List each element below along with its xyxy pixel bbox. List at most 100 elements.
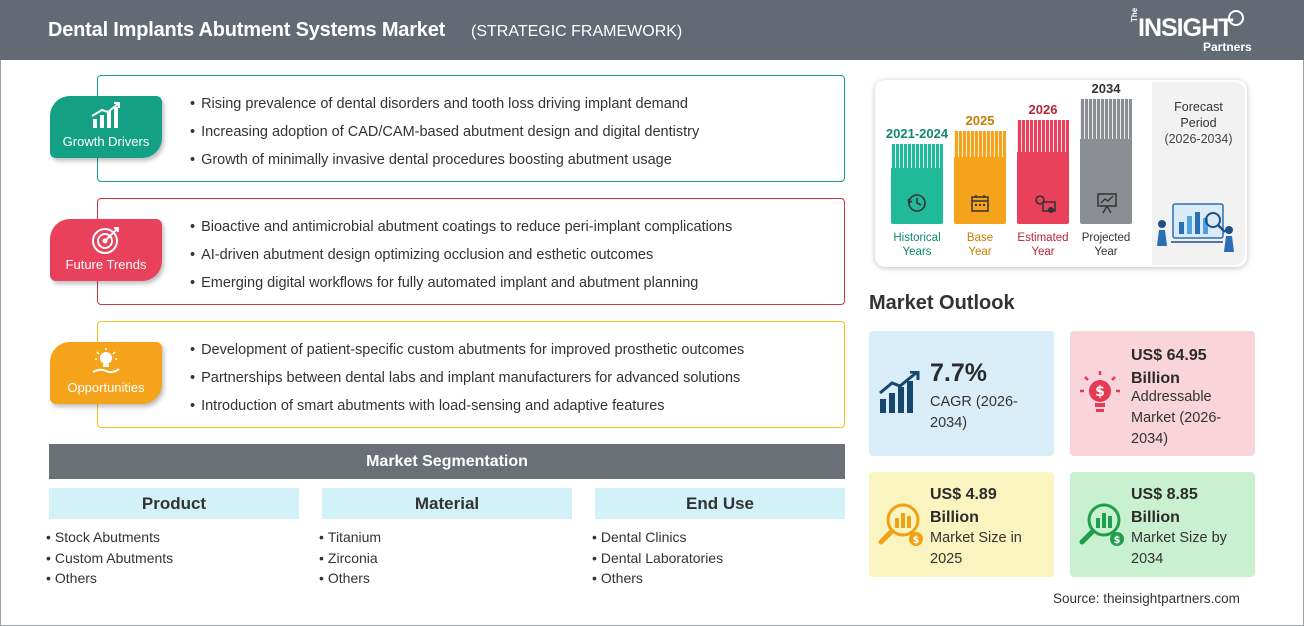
size-2025-desc-line2: 2025: [930, 551, 963, 567]
page-subtitle: (STRATEGIC FRAMEWORK): [471, 23, 683, 40]
growth-drivers-badge: Growth Drivers: [50, 96, 162, 158]
segment-heading: Material: [322, 488, 572, 519]
cagr-desc-line2: 2034): [930, 415, 968, 431]
list-item: Bioactive and antimicrobial abutment coa…: [190, 219, 732, 247]
size-2034-desc: Market Size by 2034: [1131, 528, 1227, 570]
magnifier-chart-icon: $: [878, 503, 923, 546]
forecast-line2: Period: [1180, 116, 1217, 130]
addressable-market-card: $ US$ 64.95 Billion Addressable Market (…: [1070, 331, 1255, 456]
list-item: Growth of minimally invasive dental proc…: [190, 152, 699, 180]
forecast-line1: Forecast: [1174, 100, 1223, 114]
opportunities-label: Opportunities: [67, 380, 145, 395]
logo-insight: INSIGHT: [1138, 14, 1233, 42]
future-trends-badge: Future Trends: [50, 219, 162, 281]
forecast-range: (2026-2034): [1164, 132, 1233, 146]
timeline-bar-stripes: [1080, 99, 1132, 139]
growth-drivers-box: Rising prevalence of dental disorders an…: [97, 75, 845, 182]
segment-heading: End Use: [595, 488, 845, 519]
size-2034-value-line2: Billion: [1131, 509, 1180, 526]
opportunities-badge: Opportunities: [50, 342, 162, 404]
market-size-2034-card: $ US$ 8.85 Billion Market Size by 2034: [1070, 472, 1255, 577]
brand-logo[interactable]: The INSIGHT Partners: [1130, 8, 1252, 54]
magnifier-chart-icon: $: [1079, 503, 1124, 546]
opportunities-box: Development of patient-specific custom a…: [97, 321, 845, 428]
future-trends-label: Future Trends: [65, 257, 147, 272]
timeline-year-label: 2021-2024: [885, 126, 949, 141]
segment-material: Material Titanium Zirconia Others: [322, 488, 572, 589]
analytics-people-icon: [1157, 203, 1234, 252]
target-icon: [92, 227, 119, 254]
size-2025-value: US$ 4.89 Billion: [930, 483, 997, 529]
list-item: Partnerships between dental labs and imp…: [190, 370, 744, 398]
logo-partners: Partners: [1203, 40, 1252, 54]
gears-icon: [1032, 192, 1058, 219]
timeline-bar-stripes: [891, 144, 943, 168]
svg-text:$: $: [1095, 384, 1105, 400]
list-item: Titanium: [319, 527, 572, 548]
cagr-value: 7.7%: [930, 359, 987, 387]
addressable-value-line1: US$ 64.95: [1131, 347, 1207, 364]
size-2034-value: US$ 8.85 Billion: [1131, 483, 1198, 529]
money-bulb-icon: $: [1080, 371, 1120, 412]
size-2034-desc-line1: Market Size by: [1131, 530, 1227, 546]
history-icon: [906, 192, 928, 219]
growth-chart-icon: [879, 371, 920, 413]
size-2025-value-line2: Billion: [930, 509, 979, 526]
list-item: Custom Abutments: [46, 548, 299, 569]
lightbulb-hand-icon: [92, 348, 120, 374]
svg-text:$: $: [1114, 535, 1121, 546]
timeline-bar-stripes: [954, 131, 1006, 157]
addressable-desc: Addressable Market (2026- 2034): [1131, 387, 1221, 450]
market-size-2025-card: $ US$ 4.89 Billion Market Size in 2025: [869, 472, 1054, 577]
header-bar: Dental Implants Abutment Systems Market …: [0, 0, 1304, 60]
list-item: Emerging digital workflows for fully aut…: [190, 275, 732, 303]
list-item: Zirconia: [319, 548, 572, 569]
cagr-desc: CAGR (2026- 2034): [930, 392, 1018, 434]
list-item: AI-driven abutment design optimizing occ…: [190, 247, 732, 275]
size-2025-desc-line1: Market Size in: [930, 530, 1022, 546]
future-trends-list: Bioactive and antimicrobial abutment coa…: [190, 219, 732, 303]
market-outlook-title: Market Outlook: [869, 292, 1015, 314]
cagr-card: 7.7% CAGR (2026- 2034): [869, 331, 1054, 456]
list-item: Introduction of smart abutments with loa…: [190, 398, 744, 426]
presentation-icon: [1095, 192, 1119, 219]
forecast-period: Forecast Period (2026-2034): [1152, 99, 1245, 147]
page-title: Dental Implants Abutment Systems Market: [48, 19, 446, 41]
list-item: Others: [592, 568, 845, 589]
growth-drivers-list: Rising prevalence of dental disorders an…: [190, 96, 699, 180]
list-item: Rising prevalence of dental disorders an…: [190, 96, 699, 124]
list-item: Increasing adoption of CAD/CAM-based abu…: [190, 124, 699, 152]
segment-product: Product Stock Abutments Custom Abutments…: [49, 488, 299, 589]
list-item: Dental Clinics: [592, 527, 845, 548]
list-item: Others: [46, 568, 299, 589]
list-item: Development of patient-specific custom a…: [190, 342, 744, 370]
list-item: Others: [319, 568, 572, 589]
source-note: Source: theinsightpartners.com: [1053, 591, 1240, 606]
logo-ring-icon: [1228, 10, 1244, 26]
timeline-year-label: 2034: [1091, 81, 1121, 96]
list-item: Stock Abutments: [46, 527, 299, 548]
segmentation-title: Market Segmentation: [49, 444, 845, 479]
size-2034-desc-line2: 2034: [1131, 551, 1164, 567]
segment-heading: Product: [49, 488, 299, 519]
timeline-year-label: 2025: [965, 113, 995, 128]
segment-end-use: End Use Dental Clinics Dental Laboratori…: [595, 488, 845, 589]
timeline-year-label: 2026: [1028, 102, 1058, 117]
size-2034-value-line1: US$ 8.85: [1131, 486, 1198, 503]
future-trends-box: Bioactive and antimicrobial abutment coa…: [97, 198, 845, 305]
cagr-desc-line1: CAGR (2026-: [930, 394, 1018, 410]
addressable-desc-line1: Addressable: [1131, 389, 1212, 405]
addressable-value: US$ 64.95 Billion: [1131, 344, 1207, 390]
growth-drivers-label: Growth Drivers: [62, 134, 150, 149]
calendar-icon: [969, 192, 991, 219]
addressable-value-line2: Billion: [1131, 370, 1180, 387]
addressable-desc-line2: Market (2026-: [1131, 410, 1222, 426]
list-item: Dental Laboratories: [592, 548, 845, 569]
growth-chart-icon: [91, 102, 120, 128]
size-2025-desc: Market Size in 2025: [930, 528, 1022, 570]
opportunities-list: Development of patient-specific custom a…: [190, 342, 744, 426]
